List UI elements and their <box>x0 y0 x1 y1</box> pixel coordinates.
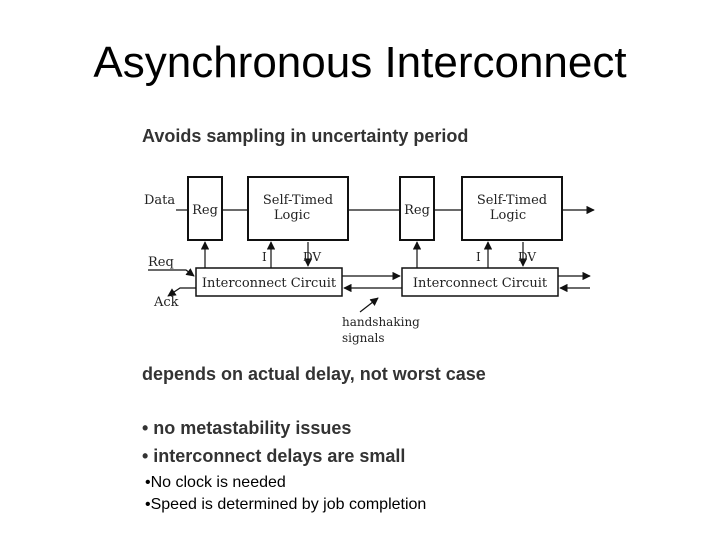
logic1-input-label: I <box>262 250 267 264</box>
bullet-list: •No clock is needed •Speed is determined… <box>145 472 426 516</box>
logic2-input-label: I <box>476 250 481 264</box>
interconnect-circuit-1 <box>195 267 343 297</box>
figure-heading: Avoids sampling in uncertainty period <box>142 126 469 146</box>
logic1-done-label: DV <box>303 250 321 264</box>
data-signal-label: Data <box>144 193 175 208</box>
figure-depends-text: depends on actual delay, not worst case <box>142 364 486 384</box>
interconnect-circuit-2 <box>401 267 559 297</box>
logic2-done-label: DV <box>518 250 536 264</box>
logic-1-label-line1: Self-Timed <box>263 193 333 208</box>
register-1 <box>187 176 223 241</box>
figure-point-1: • no metastability issues <box>142 418 352 438</box>
register-2 <box>399 176 435 241</box>
logic-2-label-line1: Self-Timed <box>477 193 547 208</box>
req-input-arrow <box>148 268 195 277</box>
register-2-label: Reg <box>404 203 430 218</box>
bullet-item: •Speed is determined by job completion <box>145 496 427 513</box>
ack-signal-label: Ack <box>153 295 179 310</box>
figure-image: Avoids sampling in uncertainty period Da… <box>138 118 608 478</box>
self-timed-logic-2 <box>461 176 563 241</box>
req-signal-label: Req <box>148 255 174 270</box>
figure-point-2: • interconnect delays are small <box>142 446 406 466</box>
register-1-label: Reg <box>192 203 218 218</box>
self-timed-logic-1 <box>247 176 349 241</box>
annotation-line1: handshaking <box>342 315 420 329</box>
ack-output-arrow <box>167 287 196 297</box>
async-interconnect-diagram: Data Reg Self-Timed Logic Reg Self-Timed… <box>144 176 595 345</box>
interconnect-circuit-2-label: Interconnect Circuit <box>413 276 548 291</box>
slide-title: Asynchronous Interconnect <box>93 38 627 87</box>
logic-2-label-line2: Logic <box>490 208 526 223</box>
logic-1-label-line2: Logic <box>274 208 310 223</box>
interconnect-circuit-1-label: Interconnect Circuit <box>202 276 337 291</box>
bullet-item: •No clock is needed <box>145 474 286 491</box>
annotation-pointer-arrow <box>359 297 379 313</box>
annotation-line2: signals <box>342 331 385 345</box>
